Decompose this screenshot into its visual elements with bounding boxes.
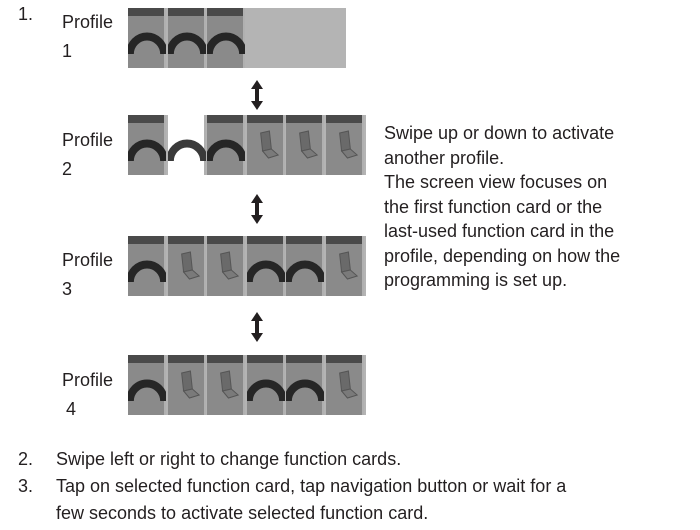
function-card[interactable] (207, 355, 245, 415)
function-card[interactable] (167, 355, 206, 415)
card-header-bar (167, 355, 204, 363)
profile-4-card-strip[interactable] (128, 355, 366, 415)
function-card[interactable] (325, 355, 364, 415)
function-card[interactable] (246, 236, 285, 296)
function-card[interactable] (207, 236, 245, 296)
function-card[interactable] (286, 115, 324, 175)
profile-2-label: Profile 2 (62, 130, 114, 179)
function-card[interactable] (246, 355, 285, 415)
card-header-bar (167, 8, 204, 16)
up-down-arrow-icon (250, 194, 264, 229)
profile-1-card-strip[interactable] (128, 8, 346, 68)
function-card[interactable] (128, 115, 166, 175)
card-header-bar (325, 236, 362, 244)
card-header-bar (128, 236, 164, 244)
step-2: 2. (18, 446, 33, 473)
card-header-bar (128, 115, 164, 123)
function-card[interactable] (128, 236, 166, 296)
profile-2-card-strip[interactable] (128, 115, 366, 175)
card-header-bar (246, 236, 283, 244)
function-card[interactable] (167, 236, 206, 296)
function-card[interactable] (325, 115, 364, 175)
function-card[interactable] (286, 236, 324, 296)
step-3-text: Tap on selected function card, tap navig… (56, 476, 567, 523)
function-card[interactable] (167, 8, 206, 68)
card-header-bar (207, 236, 243, 244)
card-header-bar (128, 8, 164, 16)
card-header-bar (286, 355, 322, 363)
card-header-bar (325, 355, 362, 363)
profile-3-card-strip[interactable] (128, 236, 366, 296)
card-header-bar (167, 236, 204, 244)
function-card[interactable] (286, 355, 324, 415)
profile-3-label: Profile 3 (62, 250, 114, 299)
card-header-bar (167, 115, 204, 123)
function-card[interactable] (128, 8, 166, 68)
function-card[interactable] (167, 115, 206, 175)
function-card[interactable] (128, 355, 166, 415)
up-down-arrow-icon (250, 312, 264, 347)
card-header-bar (207, 8, 243, 16)
step-3: 3. (18, 473, 33, 500)
card-header-bar (207, 355, 243, 363)
step-number: 2. (18, 449, 34, 469)
profile-swipe-description: Swipe up or down to activate another pro… (384, 123, 621, 290)
function-card[interactable] (246, 115, 285, 175)
card-header-bar (128, 355, 164, 363)
card-header-bar (246, 115, 283, 123)
step-2-text: Swipe left or right to change function c… (56, 449, 402, 469)
profile-4-label: Profile 4 (62, 370, 114, 419)
function-card[interactable] (325, 236, 364, 296)
card-header-bar (207, 115, 243, 123)
function-card[interactable] (207, 8, 245, 68)
function-card[interactable] (207, 115, 245, 175)
step-number: 3. (18, 476, 34, 496)
up-down-arrow-icon (250, 80, 264, 115)
step-number: 1. (18, 4, 34, 24)
card-header-bar (286, 115, 322, 123)
card-header-bar (246, 355, 283, 363)
profile-1-label: Profile 1 (62, 12, 114, 61)
card-header-bar (286, 236, 322, 244)
card-header-bar (325, 115, 362, 123)
